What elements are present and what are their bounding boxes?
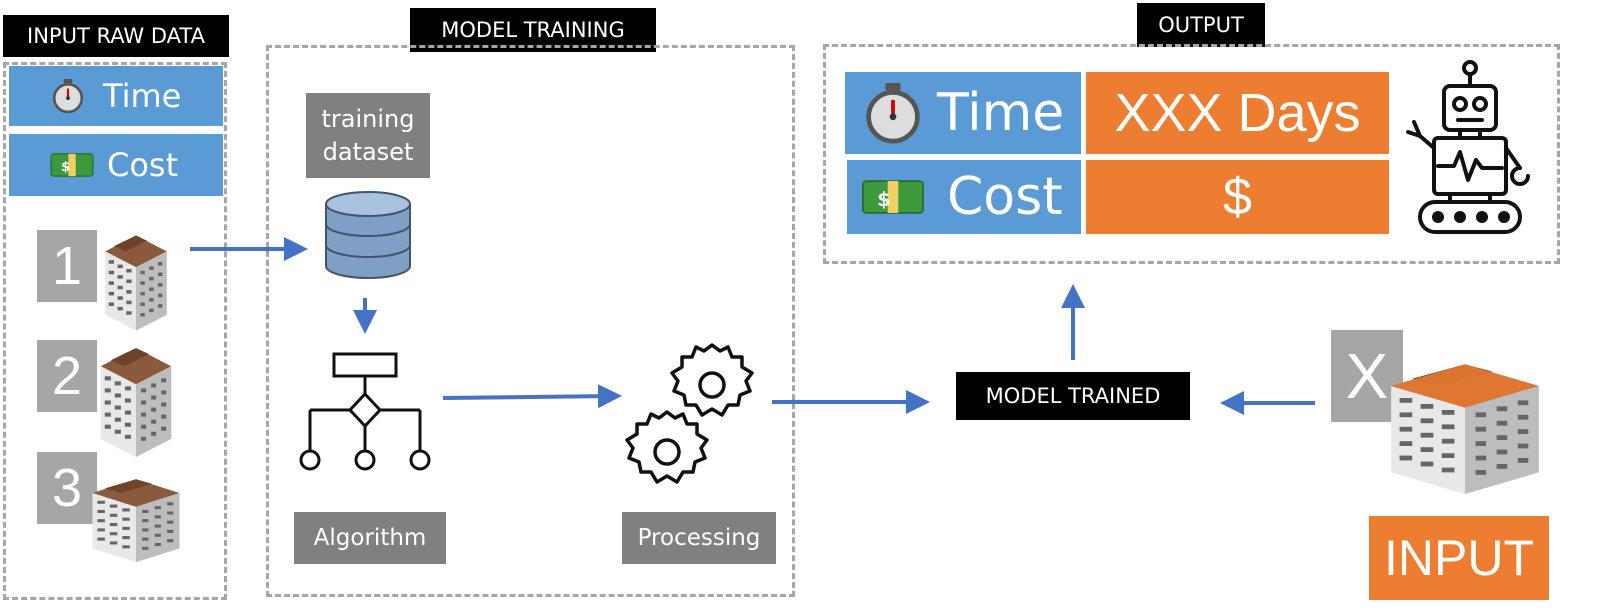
output-cost-row: Cost xyxy=(847,160,1081,234)
training-dataset-text: training dataset xyxy=(321,105,415,166)
output-cost-value: $ xyxy=(1086,160,1389,234)
output-title-text: OUTPUT xyxy=(1158,13,1244,37)
model-trained-label: MODEL TRAINED xyxy=(956,372,1190,420)
input-cost-row: Cost xyxy=(9,134,223,196)
output-title: OUTPUT xyxy=(1137,3,1265,47)
arrow-algorithm-to-processing xyxy=(442,384,622,409)
input-label-box: INPUT xyxy=(1369,516,1549,600)
model-training-title-text: MODEL TRAINING xyxy=(441,18,625,42)
input-time-label: Time xyxy=(103,77,182,115)
output-cost-label: Cost xyxy=(947,167,1063,227)
input-cost-label: Cost xyxy=(107,146,179,184)
algorithm-label: Algorithm xyxy=(294,512,446,564)
processing-label-text: Processing xyxy=(637,525,761,551)
output-time-row: Time xyxy=(845,72,1081,154)
output-time-label: Time xyxy=(937,83,1065,143)
algorithm-label-text: Algorithm xyxy=(313,525,427,551)
robot-icon xyxy=(1406,60,1530,234)
input-time-row: Time xyxy=(9,66,223,126)
model-training-panel xyxy=(266,45,795,597)
input-raw-data-panel xyxy=(3,62,227,600)
gears-icon xyxy=(625,343,754,484)
model-trained-text: MODEL TRAINED xyxy=(985,384,1161,408)
input-raw-data-title: INPUT RAW DATA xyxy=(3,15,229,57)
output-time-value: XXX Days xyxy=(1086,72,1389,154)
sample-number-1: 1 xyxy=(37,230,97,302)
algorithm-icon xyxy=(299,352,431,471)
sample-number-3: 3 xyxy=(37,452,97,524)
training-dataset-label: training dataset xyxy=(306,93,430,178)
sample-number-3-text: 3 xyxy=(51,458,83,518)
input-marker-text: X xyxy=(1345,340,1389,412)
building-icon xyxy=(1391,364,1539,494)
processing-label: Processing xyxy=(622,512,776,564)
database-icon xyxy=(325,191,411,279)
model-training-title: MODEL TRAINING xyxy=(410,8,656,52)
sample-number-2: 2 xyxy=(37,340,97,412)
output-panel xyxy=(823,44,1560,264)
sample-number-1-text: 1 xyxy=(51,236,83,296)
input-label-text: INPUT xyxy=(1384,530,1534,586)
input-raw-data-title-text: INPUT RAW DATA xyxy=(27,24,205,48)
output-time-value-text: XXX Days xyxy=(1114,83,1361,143)
sample-number-2-text: 2 xyxy=(51,346,83,406)
output-cost-value-text: $ xyxy=(1223,168,1252,226)
input-marker-box: X xyxy=(1331,330,1403,422)
